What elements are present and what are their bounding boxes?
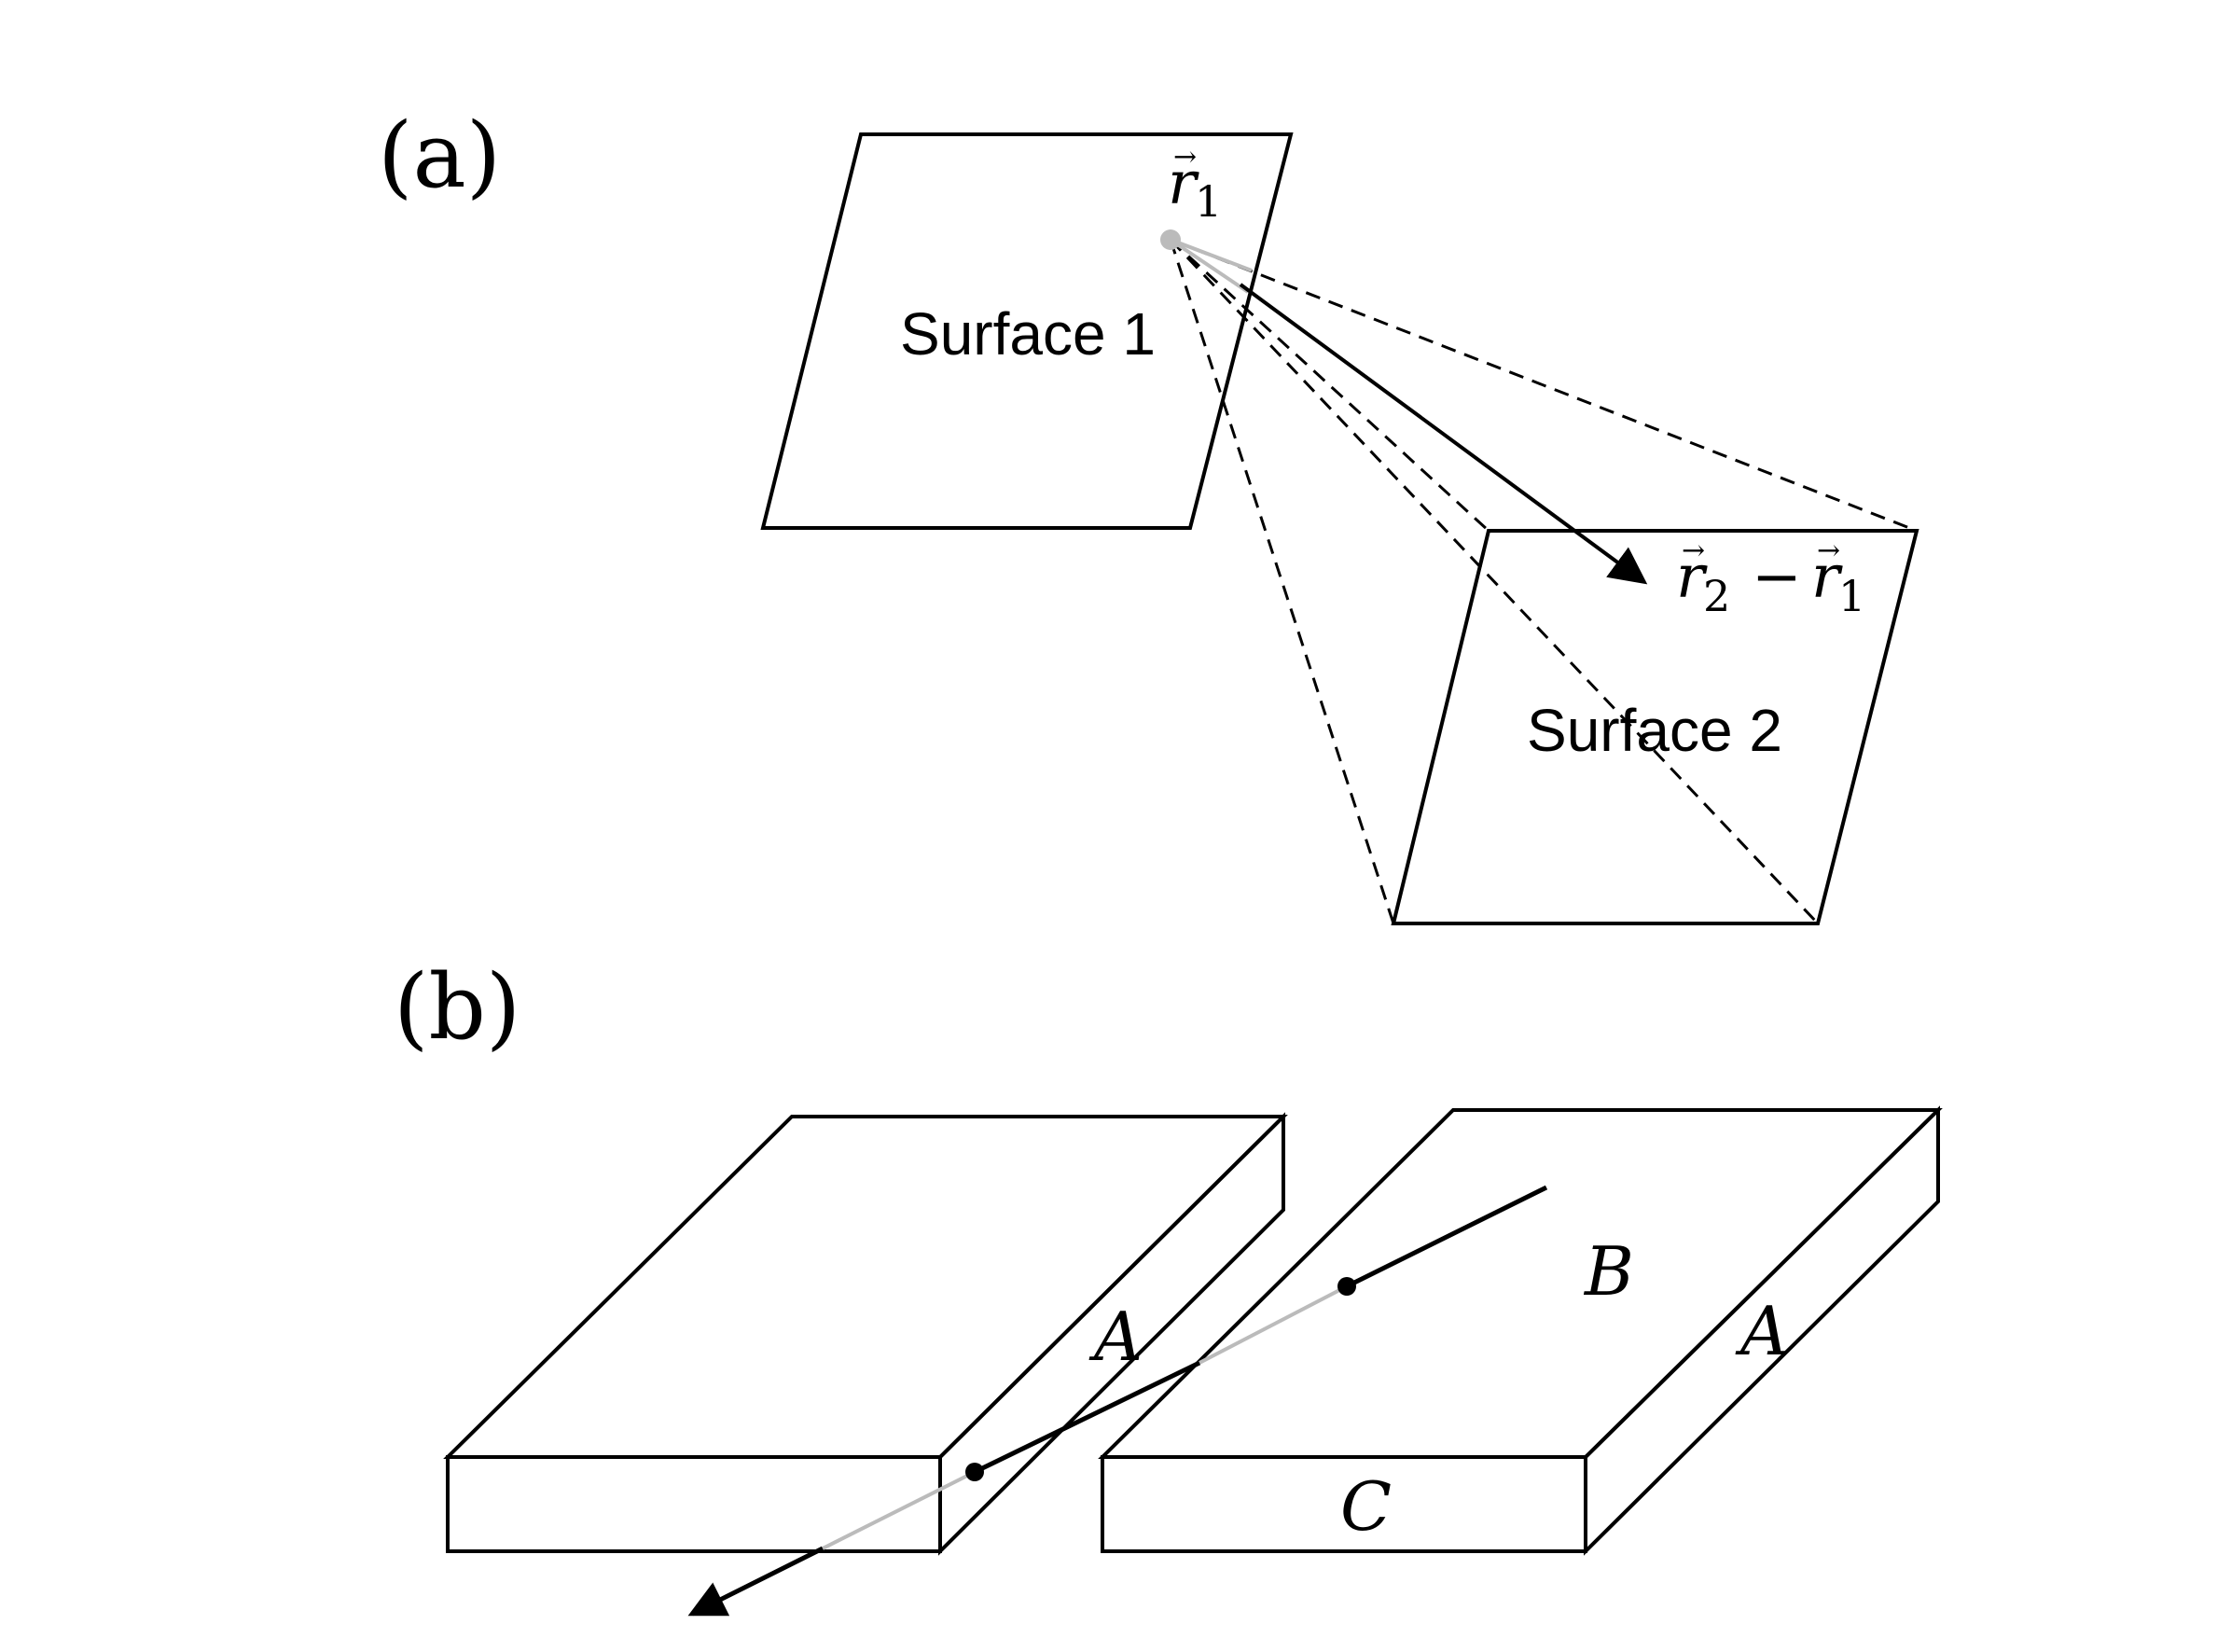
panel-b: (b) A B A C (394, 955, 1943, 1617)
ray-hit-point-a (965, 1463, 984, 1481)
r2-subscript: 2 (1703, 571, 1730, 621)
ray-hit-point-b (1337, 1277, 1356, 1296)
r1-subscript: 1 (1195, 176, 1222, 227)
left-slab: A (443, 1112, 1288, 1556)
vector-arrow (1239, 283, 1648, 585)
point-r1-label: r → 1 (1168, 141, 1222, 227)
ray-segment-outgoing (687, 1546, 824, 1617)
panel-a-label: (a) (378, 104, 501, 208)
right-slab: B A C (1098, 1105, 1943, 1556)
right-slab-front (1101, 1455, 1587, 1553)
r1-letter: r (1168, 149, 1199, 218)
point-r1 (1160, 229, 1181, 250)
r1-arrow: → (1173, 141, 1197, 174)
ray-path (687, 1185, 1548, 1617)
r1b-subscript: 1 (1838, 571, 1865, 621)
right-slab-top (1098, 1108, 1943, 1459)
surface-1-label: Surface 1 (900, 300, 1156, 368)
vector-label: r → 2 − r → 1 (1676, 534, 1865, 621)
ray-light-segments (1169, 238, 1253, 294)
ray-segment-to-side (973, 1360, 1201, 1475)
right-slab-side-label: A (1735, 1292, 1789, 1370)
ray-segment-light (1199, 1284, 1348, 1365)
ray-light (1170, 238, 1253, 272)
left-slab-top (443, 1115, 1288, 1459)
dashed-line (1169, 238, 1820, 925)
ray-light (1169, 238, 1250, 294)
r1b-arrow: → (1817, 534, 1840, 567)
minus-sign: − (1752, 543, 1802, 612)
left-slab-side-label: A (1088, 1298, 1143, 1376)
surface-2 (1391, 529, 1919, 925)
surface-1 (760, 132, 1294, 530)
sight-lines (1169, 238, 1918, 925)
panel-b-label: (b) (394, 955, 520, 1060)
r2-arrow: → (1682, 534, 1705, 567)
left-slab-front (446, 1455, 942, 1553)
ray-segment-light-exit (822, 1470, 976, 1550)
r1b-letter: r (1811, 543, 1843, 612)
right-slab-front-label: C (1340, 1467, 1392, 1546)
surface-2-label: Surface 2 (1527, 697, 1782, 764)
r2-letter: r (1676, 543, 1708, 612)
panel-a: (a) Surface 1 Surface 2 r → 1 (378, 104, 1919, 925)
dashed-line (1170, 238, 1918, 533)
right-slab-top-label: B (1583, 1232, 1634, 1311)
ray-segment-incoming (1345, 1185, 1548, 1289)
